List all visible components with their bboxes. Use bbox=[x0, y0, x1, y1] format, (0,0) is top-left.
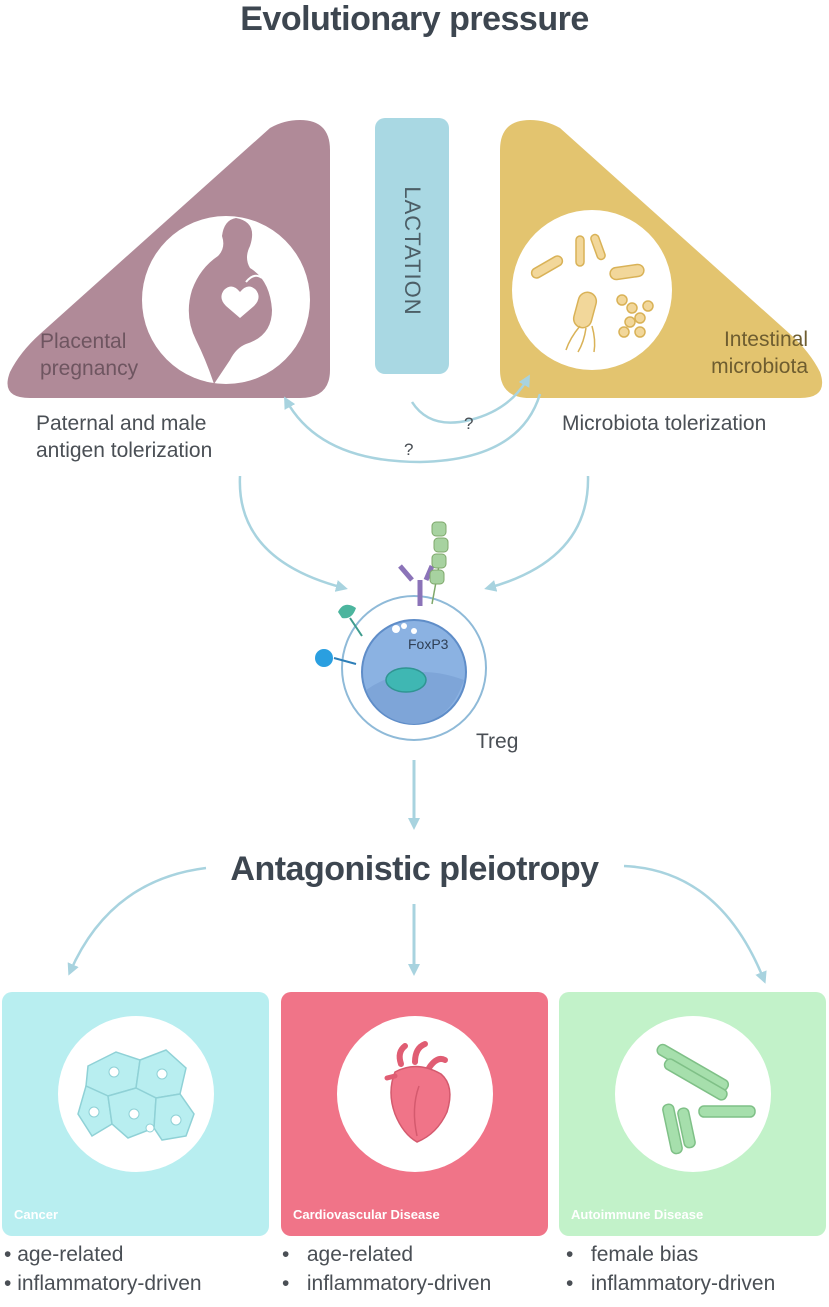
panel-cancer-title: Cancer bbox=[14, 1207, 59, 1222]
pregnancy-label: Placental pregnancy bbox=[40, 328, 138, 382]
microbiota-label: Intestinal microbiota bbox=[640, 326, 808, 380]
lactation-bar: LACTATION bbox=[375, 118, 449, 374]
cancer-circle bbox=[57, 1016, 214, 1173]
middle-title: Antagonistic pleiotropy bbox=[230, 850, 599, 888]
microbiota-circle bbox=[512, 210, 672, 370]
antibody-icon bbox=[655, 1044, 756, 1155]
panel-cardio: Cardiovascular Disease bbox=[281, 992, 548, 1236]
tumor-cells-icon bbox=[76, 1049, 195, 1142]
arrow-lactation-to-microbiota bbox=[410, 374, 530, 424]
baby-heart-shape bbox=[221, 286, 259, 318]
heart-icon bbox=[384, 1041, 451, 1144]
cardio-bullet-1: • age-related bbox=[282, 1243, 414, 1266]
cardio-circle bbox=[336, 1016, 493, 1173]
question-mark-1: ? bbox=[464, 414, 474, 433]
pregnancy-label-line1: Placental bbox=[40, 330, 127, 353]
arrow-to-autoimmune bbox=[623, 864, 767, 984]
arrow-microbiota-to-treg bbox=[484, 475, 590, 592]
treg-cell-icon bbox=[315, 521, 487, 741]
panel-autoimmune-title: Autoimmune Disease bbox=[571, 1207, 704, 1222]
arrow-microbiota-to-pregnancy bbox=[284, 393, 542, 464]
panel-cancer: Cancer bbox=[2, 992, 269, 1236]
autoimmune-bullet-2: • inflammatory-driven bbox=[566, 1272, 776, 1295]
treg-label: Treg bbox=[476, 730, 519, 753]
arrow-pregnancy-to-treg bbox=[238, 475, 348, 592]
cancer-bullet-1: • age-related bbox=[4, 1243, 124, 1266]
autoimmune-bullet-1: • female bias bbox=[566, 1243, 699, 1266]
pregnancy-label-line2: pregnancy bbox=[40, 357, 139, 380]
cancer-bullets: • age-related • inflammatory-driven bbox=[4, 1240, 202, 1298]
panel-cardio-title: Cardiovascular Disease bbox=[293, 1207, 440, 1222]
cardio-bullets: • age-related • inflammatory-driven bbox=[282, 1240, 491, 1298]
cardio-bullet-2: • inflammatory-driven bbox=[282, 1272, 492, 1295]
arrow-to-cancer bbox=[67, 866, 207, 976]
foxp3-label: FoxP3 bbox=[408, 636, 449, 652]
cancer-bullet-2: • inflammatory-driven bbox=[4, 1272, 202, 1295]
pregnancy-caption-line2: antigen tolerization bbox=[36, 439, 213, 462]
top-title: Evolutionary pressure bbox=[240, 0, 589, 38]
microbiota-label-line2: microbiota bbox=[711, 355, 808, 378]
lactation-label: LACTATION bbox=[400, 186, 425, 316]
microbiota-label-line1: Intestinal bbox=[723, 328, 808, 351]
panel-autoimmune: Autoimmune Disease bbox=[559, 992, 826, 1236]
microbiota-caption: Microbiota tolerization bbox=[562, 412, 767, 435]
question-mark-2: ? bbox=[404, 440, 414, 459]
autoimmune-bullets: • female bias • inflammatory-driven bbox=[566, 1240, 775, 1298]
bacteria-icon bbox=[530, 233, 654, 338]
autoimmune-circle bbox=[614, 1016, 771, 1173]
pregnancy-caption: Paternal and male antigen tolerization bbox=[36, 410, 212, 464]
pregnancy-caption-line1: Paternal and male bbox=[36, 412, 207, 435]
